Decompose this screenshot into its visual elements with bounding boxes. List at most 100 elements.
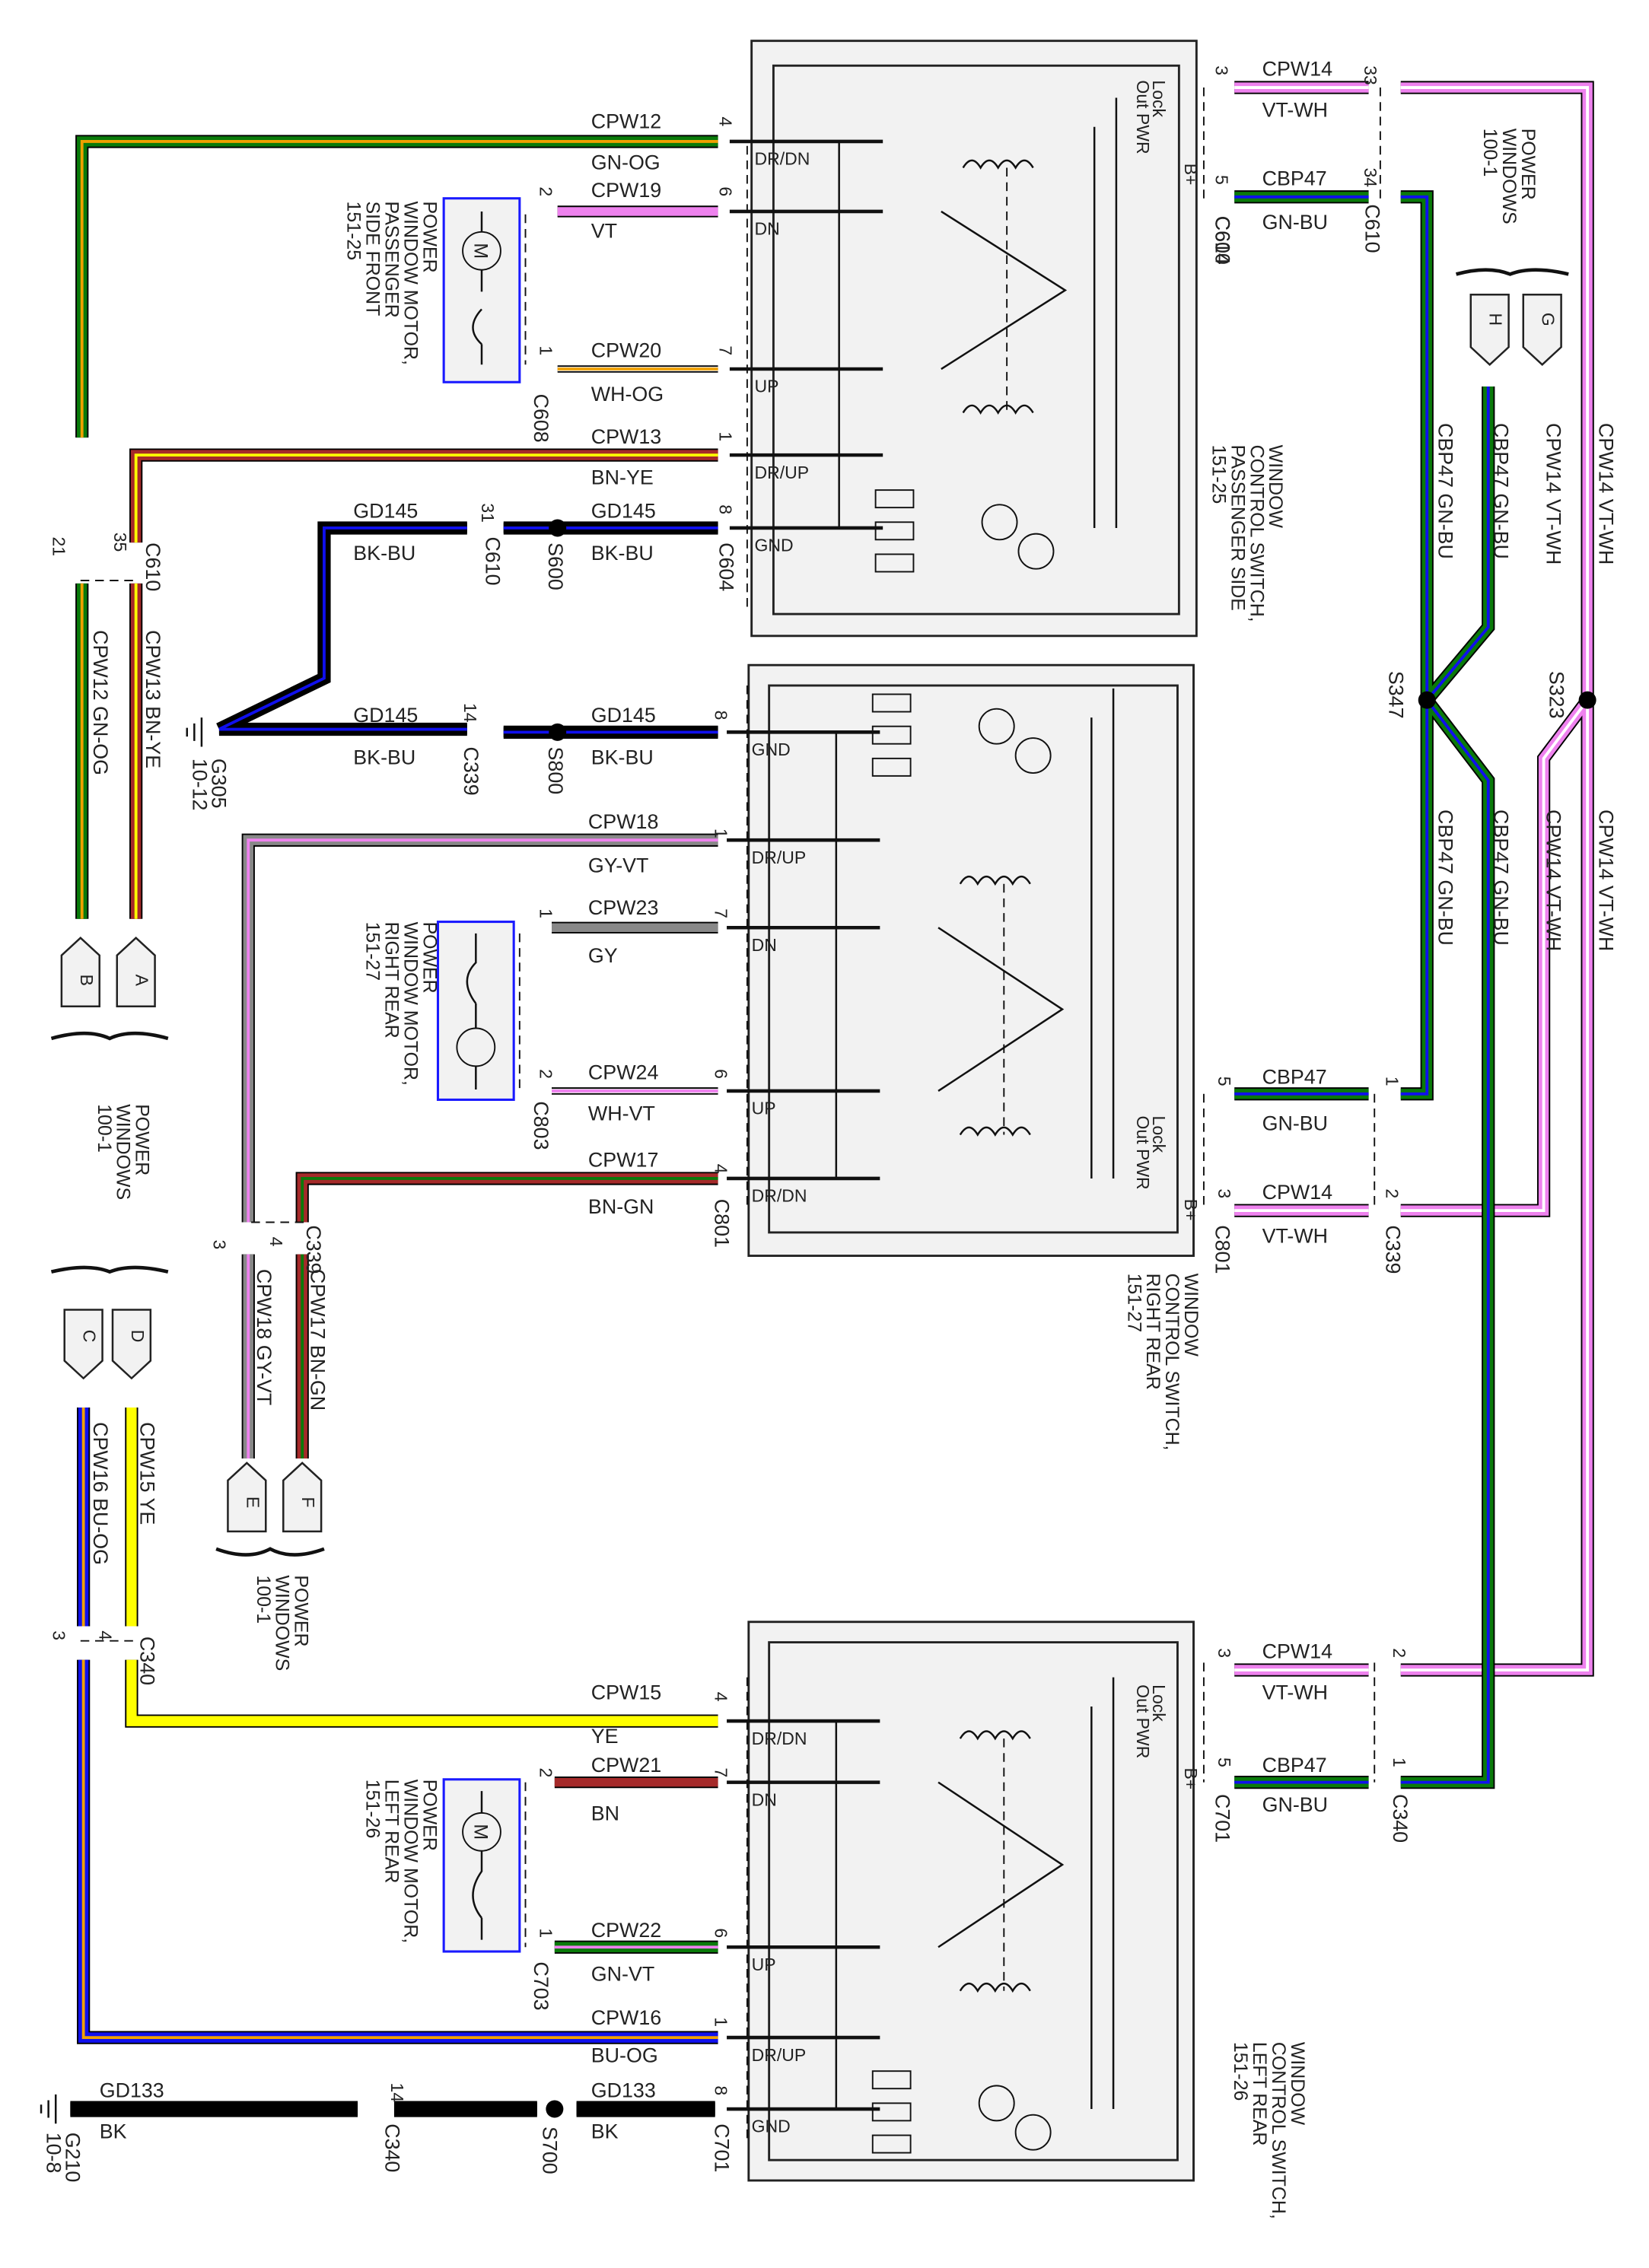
tag-h[interactable]: H bbox=[1469, 293, 1510, 366]
ref-power-windows: 100-1 bbox=[1479, 129, 1501, 177]
circuit-label: CPW23 bbox=[588, 896, 658, 919]
wire-cpw15[interactable] bbox=[125, 1407, 718, 1728]
circuit-label: CPW14 bbox=[1262, 1640, 1333, 1663]
pin-number: 1 bbox=[1383, 1077, 1402, 1086]
tag-b[interactable]: B bbox=[60, 936, 100, 1008]
connector-label: S700 bbox=[539, 2126, 562, 2174]
wire-color-label: VT-WH bbox=[1262, 1224, 1328, 1247]
led-icon bbox=[981, 504, 1018, 541]
connector-label: C340 bbox=[380, 2123, 403, 2172]
switch-name-left-rear: WINDOW bbox=[1287, 2042, 1308, 2126]
wire-color-label: BK-BU bbox=[591, 542, 654, 565]
wire-cpw17[interactable] bbox=[295, 1172, 718, 1459]
connector-label: C339 bbox=[460, 747, 482, 796]
wire-label-vertical: CBP47 GN-BU bbox=[1489, 423, 1512, 559]
wire-color-label: GY-VT bbox=[588, 854, 649, 876]
ground-icon bbox=[186, 717, 203, 747]
motor-wiring bbox=[472, 211, 483, 365]
tag-d[interactable]: D bbox=[111, 1309, 152, 1380]
wire-color-label: GN-BU bbox=[1262, 211, 1328, 234]
switch-right-rear[interactable] bbox=[747, 663, 1195, 1258]
svg-text:G: G bbox=[1539, 313, 1558, 326]
relay-coil-icon bbox=[959, 1730, 1031, 1741]
circuit-label: CPW22 bbox=[591, 1919, 661, 1942]
wire-label-vertical: CPW17 BN-GN bbox=[307, 1269, 329, 1411]
wire-color-label: VT-WH bbox=[1262, 98, 1328, 121]
pin-number: 31 bbox=[478, 503, 498, 523]
pin-number: 2 bbox=[536, 1069, 556, 1079]
wire-label-vertical: CPW15 YE bbox=[135, 1422, 158, 1525]
svg-text:A: A bbox=[132, 975, 152, 987]
ref-power-windows: WINDOWS bbox=[272, 1575, 293, 1671]
wire-cpw13[interactable] bbox=[129, 448, 718, 919]
wire-cpw18[interactable] bbox=[241, 833, 718, 1459]
motor-right-rear[interactable] bbox=[436, 921, 515, 1101]
pin-number: 1 bbox=[711, 829, 731, 838]
pin-number: 8 bbox=[711, 2085, 731, 2095]
circuit-label: CPW12 bbox=[591, 110, 661, 133]
switch-name-passenger: 151-25 bbox=[1208, 445, 1229, 504]
wire-color-label: BN-GN bbox=[588, 1195, 654, 1218]
wire-cpw12[interactable] bbox=[75, 135, 718, 919]
switch-left-rear[interactable] bbox=[747, 1621, 1195, 2182]
tag-f[interactable]: F bbox=[282, 1462, 323, 1533]
wire-color-label: VT bbox=[591, 219, 617, 242]
terminal-label-gnd: GND bbox=[754, 536, 793, 555]
svg-text:H: H bbox=[1486, 313, 1506, 326]
pin-number: 21 bbox=[49, 536, 68, 556]
pin-number: 2 bbox=[536, 1767, 556, 1777]
terminal-label-up: UP bbox=[754, 377, 778, 396]
connector-label: C604 bbox=[715, 542, 737, 591]
switch-name-passenger: WINDOW bbox=[1265, 445, 1286, 529]
switch-passenger-side[interactable] bbox=[750, 40, 1198, 638]
motor-left-rear[interactable]: M bbox=[442, 1778, 521, 1953]
wire-cpw14[interactable] bbox=[1234, 81, 1594, 1677]
circuit-label: CPW13 bbox=[591, 425, 661, 448]
connector-label: C610 bbox=[1211, 216, 1234, 265]
tag-e[interactable]: E bbox=[227, 1462, 267, 1533]
circuit-label: CPW14 bbox=[1262, 58, 1333, 81]
wire-color-label: GN-OG bbox=[591, 151, 661, 173]
rocker-switch bbox=[941, 210, 1068, 371]
tag-g[interactable]: G bbox=[1522, 293, 1562, 366]
motor-name-passenger: WINDOW MOTOR, bbox=[400, 202, 421, 365]
switch-name-passenger: CONTROL SWITCH, bbox=[1246, 445, 1267, 622]
pin-number: 7 bbox=[711, 1767, 731, 1777]
wire-color-label: BN bbox=[591, 1802, 619, 1824]
connector-label: C340 bbox=[1389, 1794, 1412, 1843]
tag-c[interactable]: C bbox=[63, 1309, 103, 1380]
splice-s700[interactable] bbox=[546, 2100, 564, 2118]
motor-name-right-rear: RIGHT REAR bbox=[380, 922, 402, 1039]
relay-coil-icon bbox=[959, 875, 1031, 886]
rocker-switch bbox=[938, 1781, 1065, 1948]
motor-wiring bbox=[472, 1791, 483, 1940]
terminal-label-drup: DR/UP bbox=[754, 463, 809, 482]
wire-label-vertical: CPW14 VT-WH bbox=[1542, 423, 1565, 565]
led-icon bbox=[1017, 533, 1055, 570]
wire-cpw16[interactable] bbox=[77, 1407, 718, 2044]
pin-number: 3 bbox=[1211, 65, 1231, 75]
wire-gd145[interactable] bbox=[216, 521, 718, 739]
svg-text:F: F bbox=[298, 1497, 318, 1508]
bplus-label: B+ bbox=[1181, 164, 1201, 186]
splice-s600[interactable] bbox=[549, 519, 567, 537]
rocker-switch bbox=[938, 927, 1065, 1092]
wire-color-label: WH-OG bbox=[591, 383, 664, 406]
wire-color-label: YE bbox=[591, 1725, 619, 1748]
tag-a[interactable]: A bbox=[116, 936, 156, 1008]
splice-s800[interactable] bbox=[549, 723, 567, 741]
splice-s323[interactable] bbox=[1578, 691, 1596, 709]
resistor-icon bbox=[871, 2134, 912, 2154]
switch-inner-box bbox=[772, 64, 1180, 616]
motor-passenger-front[interactable]: M bbox=[442, 197, 521, 383]
pin-number: 7 bbox=[715, 345, 735, 355]
motor-name-right-rear: WINDOW MOTOR, bbox=[400, 922, 421, 1086]
pin-number: 1 bbox=[536, 908, 556, 918]
pin-number: 34 bbox=[1361, 167, 1380, 187]
wire-color-label: BK-BU bbox=[591, 746, 654, 769]
resistor-icon bbox=[871, 2102, 912, 2122]
splice-s347[interactable] bbox=[1418, 691, 1436, 709]
terminal-label-up: UP bbox=[752, 1955, 776, 1974]
terminal-label-drup: DR/UP bbox=[752, 2045, 807, 2065]
